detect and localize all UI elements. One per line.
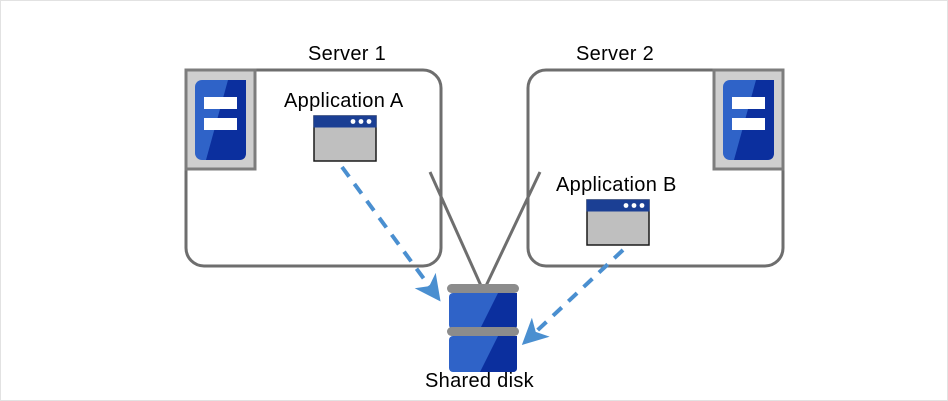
flow-app-b-to-disk-arrow: [521, 248, 625, 345]
application-b-window-icon: [586, 199, 650, 246]
connector-server1-disk: [428, 171, 484, 289]
flow-app-a-to-disk-arrow: [340, 165, 441, 302]
application-b-label: Application B: [556, 174, 677, 196]
connector-server2-disk: [483, 171, 542, 289]
disk-bar-bottom: [447, 327, 519, 336]
application-a-label: Application A: [284, 90, 404, 112]
disk-bar-top: [447, 284, 519, 293]
shared-disk-label: Shared disk: [425, 370, 534, 392]
server-2-label: Server 2: [576, 43, 654, 65]
server-2-server-icon: [712, 68, 785, 171]
application-a-window-icon: [313, 115, 377, 162]
shared-disk-icon[interactable]: [447, 284, 519, 372]
server-1-label: Server 1: [308, 43, 386, 65]
server-1-server-icon: [184, 68, 257, 171]
